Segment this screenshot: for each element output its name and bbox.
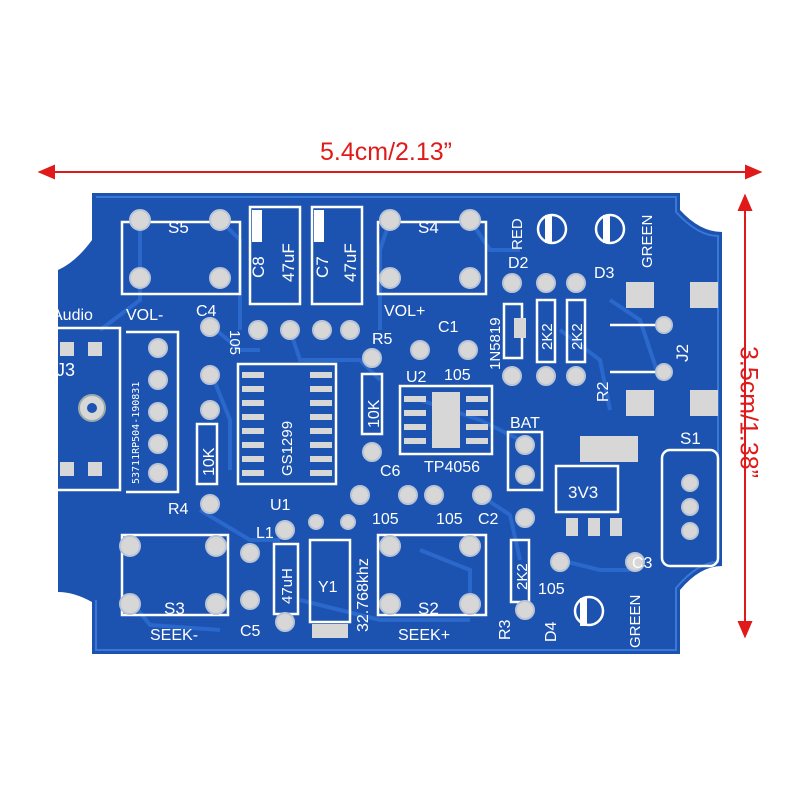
label-c5: C5 [240,623,261,640]
pcb-board [58,193,722,654]
label-c4: C4 [196,303,217,320]
label-crystal: 32.768khz [355,558,372,632]
label-l1: L1 [256,525,274,542]
label-3v3: 3V3 [568,483,598,502]
label-red: RED [509,218,526,250]
label-c1: C1 [438,319,459,336]
label-d4: D4 [543,621,560,642]
label-r4: R4 [168,501,189,518]
label-u1: U1 [270,497,291,514]
label-r5: R5 [372,331,393,348]
label-vol-minus: VOL- [126,307,163,324]
label-2k2-a: 2K2 [539,323,556,350]
label-bat: BAT [510,415,540,432]
label-c3-value: 105 [538,581,565,598]
label-audio: Audio [52,307,93,324]
label-c2-value: 105 [436,511,463,528]
label-l1-value: 47uH [279,568,296,604]
label-green-top: GREEN [639,215,656,268]
label-s3: S3 [164,599,185,618]
label-c2: C2 [478,511,499,528]
label-c1-value: 105 [444,367,471,384]
label-c3: C3 [632,555,653,572]
label-j2: J2 [673,344,692,362]
label-s5: S5 [168,218,189,237]
copper-traces [98,218,662,632]
width-dimension-arrow [37,164,763,180]
label-r5-value: 10K [366,399,383,428]
label-tp4056: TP4056 [424,459,480,476]
label-seek-plus: SEEK+ [398,627,450,644]
u2-ic-pads [404,392,488,448]
width-dimension-label: 5.4cm/2.13” [320,138,453,166]
label-c4-value: 105 [226,330,243,355]
label-r2: R2 [595,381,612,402]
label-1n5819: 1N5819 [487,317,504,370]
u1-ic-pads [242,372,332,476]
label-vol-plus: VOL+ [384,303,425,320]
silkscreen-outlines [46,205,720,627]
label-seek-minus: SEEK- [150,627,198,644]
smd-pads [60,282,718,638]
label-c6-value: 105 [372,511,399,528]
label-d2: D2 [508,255,529,272]
label-u2: U2 [406,369,427,386]
label-c8: C8 [249,256,268,278]
label-s4: S4 [418,218,439,237]
label-2k2-b: 2K2 [569,323,586,350]
label-c7-value: 47uF [341,243,360,282]
label-y1: Y1 [318,579,338,596]
label-s1: S1 [680,429,701,448]
label-d3: D3 [594,265,615,282]
label-chip-u1: GS1299 [279,421,296,476]
label-r3-value: 2K2 [514,563,531,590]
label-part-number: 53711RP504-190831 [131,382,142,484]
label-r3: R3 [497,619,514,640]
label-j3: J3 [56,360,75,380]
capacitor-markings [252,210,610,626]
label-green-bottom: GREEN [627,595,644,648]
label-s2: S2 [418,599,439,618]
height-dimension-arrow [737,193,753,639]
label-r4-value: 10K [201,447,218,476]
solder-pads [119,209,699,632]
label-c6: C6 [380,463,401,480]
label-c7: C7 [313,256,332,278]
label-c8-value: 47uF [279,243,298,282]
